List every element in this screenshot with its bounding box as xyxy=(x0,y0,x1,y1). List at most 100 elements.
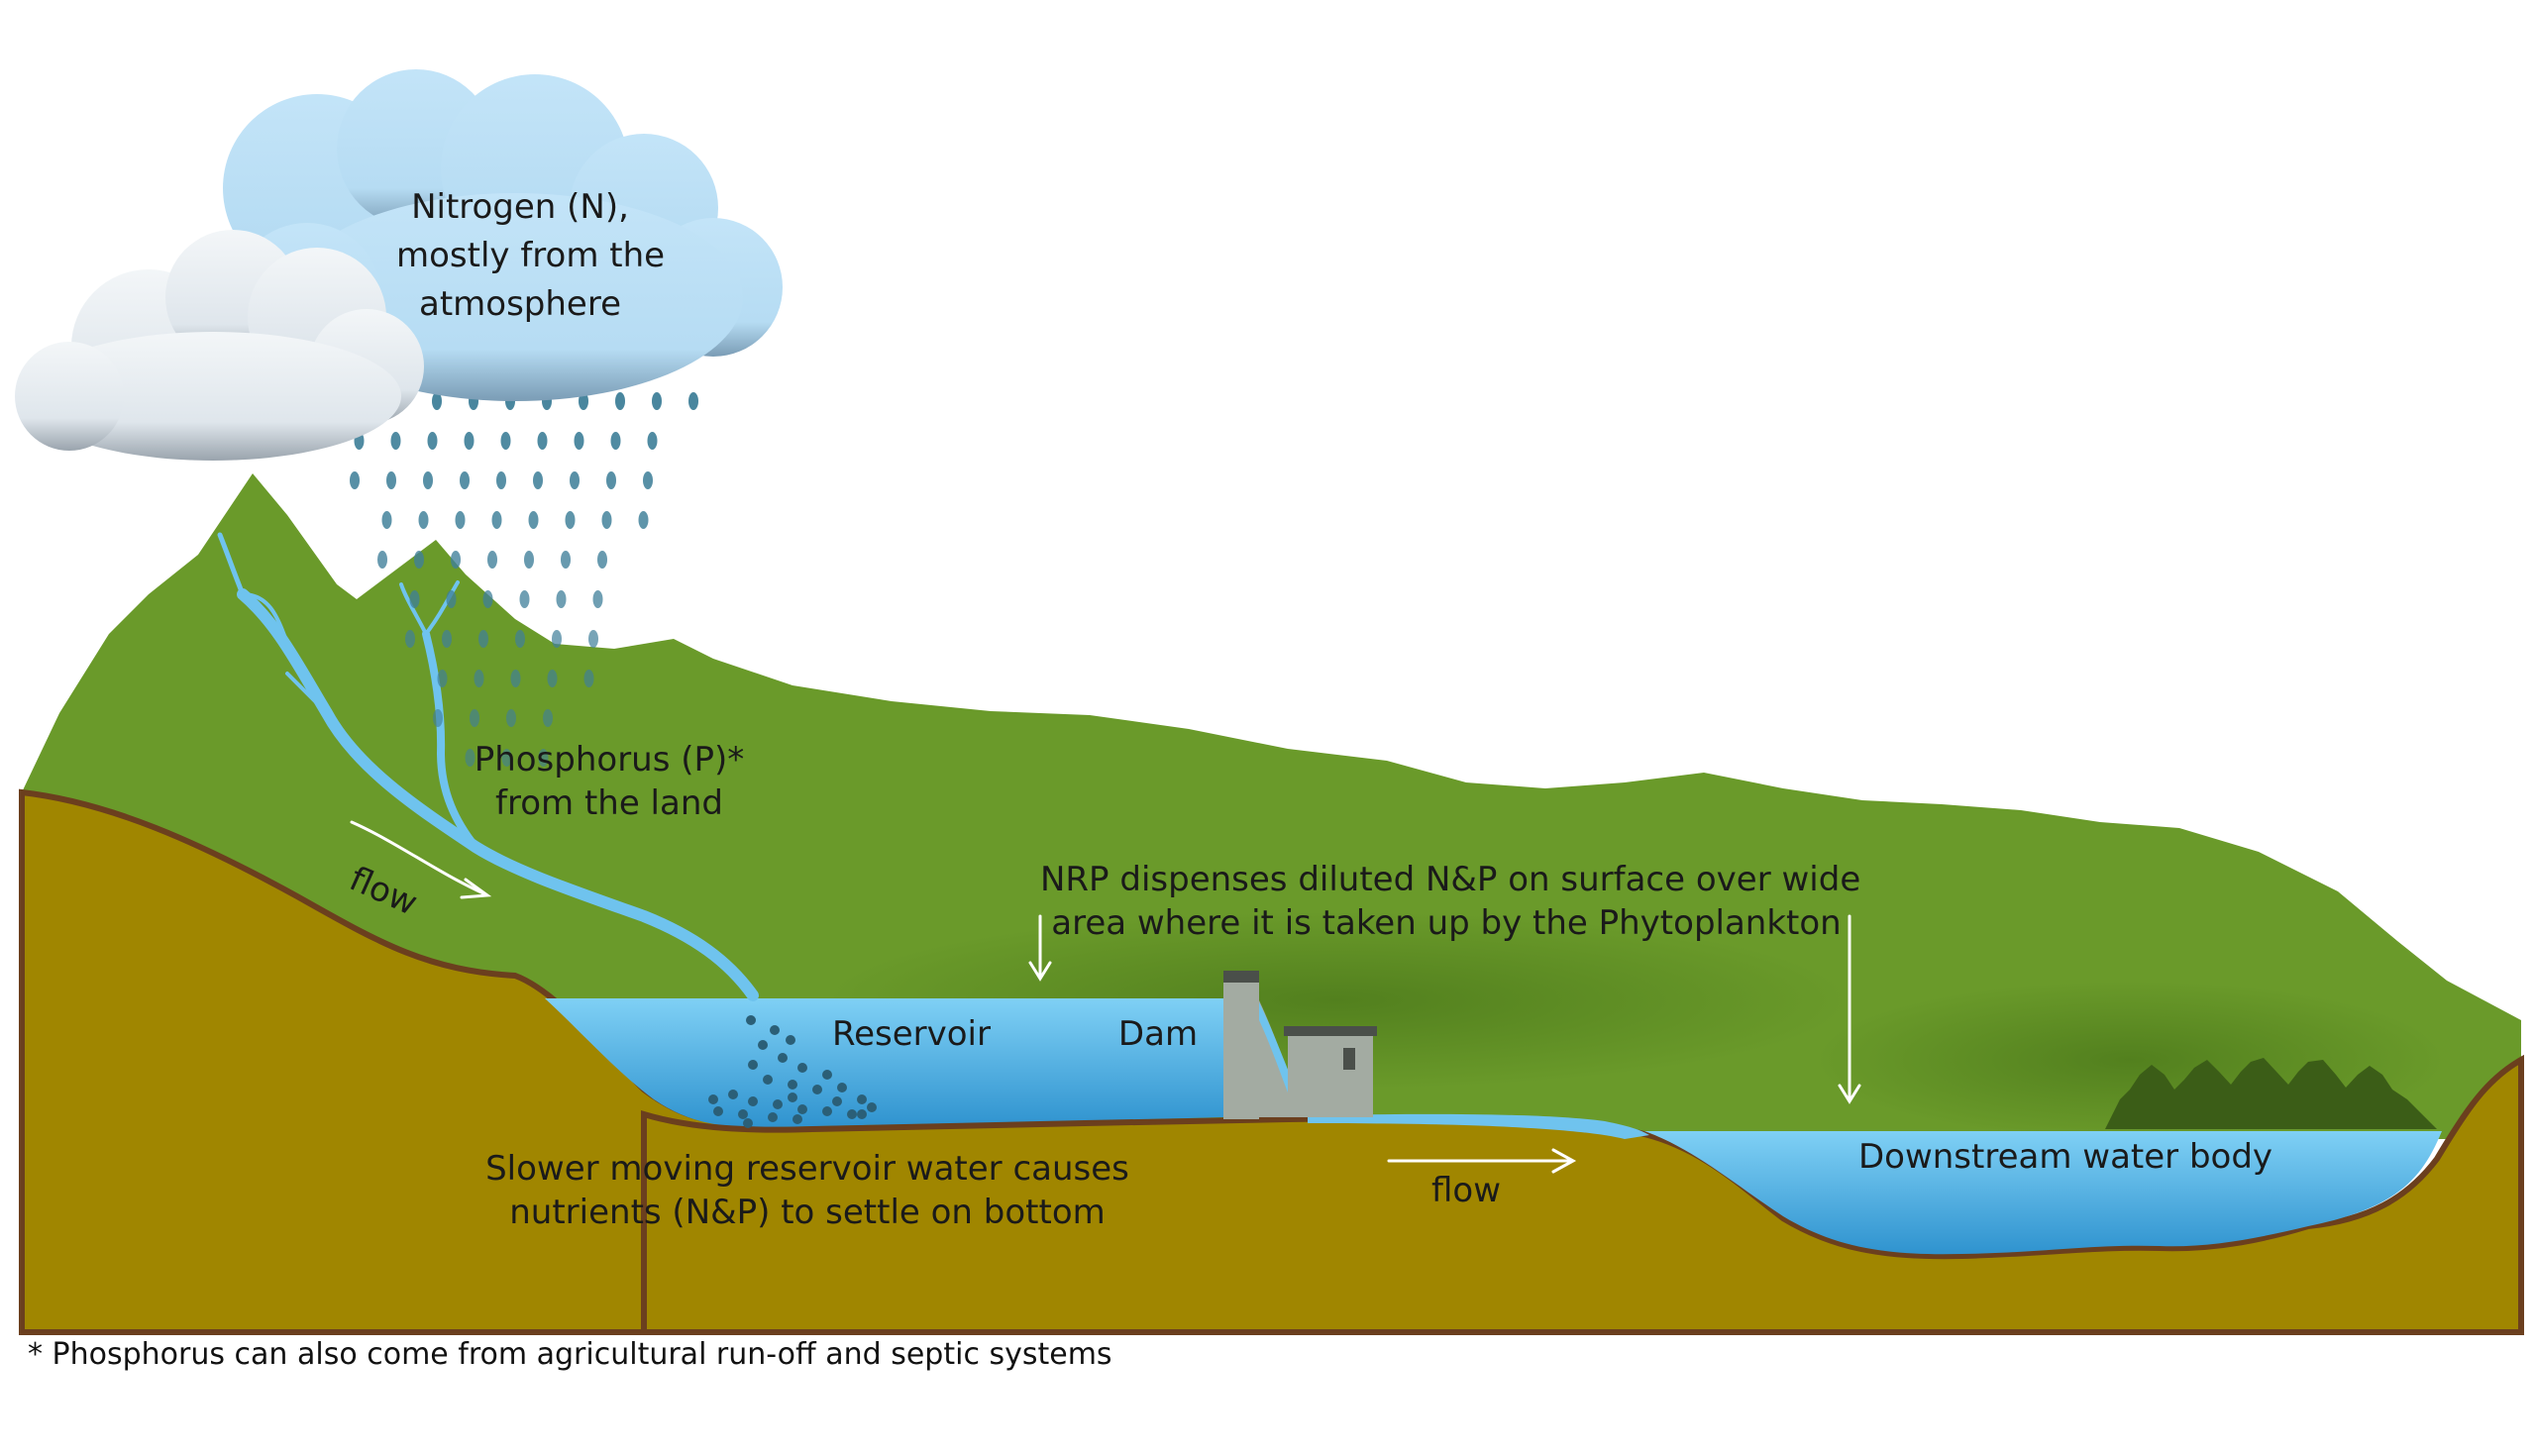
rain-drop xyxy=(381,511,392,529)
rain-drop xyxy=(482,590,493,608)
rain-drop xyxy=(606,471,616,489)
nutrient-particle xyxy=(822,1070,832,1080)
phosphorus-label: Phosphorus (P)* from the land xyxy=(474,740,745,823)
rain-drop xyxy=(610,432,621,450)
dam-label: Dam xyxy=(1117,1014,1199,1054)
rain-drop xyxy=(538,749,549,767)
nutrient-particle xyxy=(708,1094,718,1104)
nutrient-particle xyxy=(812,1085,822,1094)
rain-drop xyxy=(405,630,415,648)
rain-drop xyxy=(647,432,658,450)
rain-drop xyxy=(464,432,475,450)
settle-label: Slower moving reservoir water causes nut… xyxy=(485,1149,1129,1232)
rain-drop xyxy=(491,511,502,529)
rain-drop xyxy=(515,630,525,648)
nutrient-particles xyxy=(708,1015,877,1128)
nutrient-particle xyxy=(738,1109,748,1119)
connecting-stream xyxy=(1308,1113,1649,1139)
rain-drop xyxy=(524,551,534,569)
nutrient-particle xyxy=(768,1112,778,1122)
nutrient-particle xyxy=(792,1114,802,1124)
rain-drop xyxy=(465,749,476,767)
rain-drop xyxy=(474,670,484,687)
nutrient-particle xyxy=(822,1106,832,1116)
rain-drop xyxy=(446,590,457,608)
nutrient-particle xyxy=(857,1094,867,1104)
rain-drop xyxy=(652,392,662,410)
nutrient-particle xyxy=(746,1015,756,1025)
nutrient-particle xyxy=(797,1063,807,1073)
tree-line xyxy=(2105,1058,2437,1129)
rain-drop xyxy=(478,630,488,648)
rain-drop xyxy=(561,551,571,569)
nrp-label: NRP dispenses diluted N&P on surface ove… xyxy=(1040,860,1861,943)
dam-spill-water xyxy=(1259,1002,1310,1117)
rain-drop xyxy=(350,471,360,489)
rain-drop xyxy=(442,630,452,648)
downstream-label: Downstream water body xyxy=(1857,1137,2273,1177)
nutrient-particle xyxy=(758,1040,768,1050)
middle-soil xyxy=(641,1054,2524,1335)
rain-drop xyxy=(543,709,553,727)
nutrient-particle xyxy=(786,1035,795,1045)
nutrient-particle xyxy=(778,1053,788,1063)
rain-drop xyxy=(533,471,543,489)
rain-drop xyxy=(552,630,562,648)
rain-drop xyxy=(510,670,521,687)
rain-drop xyxy=(574,432,584,450)
nutrient-particle xyxy=(773,1099,783,1109)
rain-drop xyxy=(427,432,438,450)
nutrient-particle xyxy=(743,1118,753,1128)
rain-drop xyxy=(556,590,567,608)
rain-drop xyxy=(588,630,598,648)
rain-drop xyxy=(377,551,387,569)
river-tributaries xyxy=(217,532,759,1001)
rain-drop xyxy=(688,392,698,410)
rain-drop xyxy=(643,471,653,489)
rain-drop xyxy=(386,471,396,489)
nutrient-particle xyxy=(867,1102,877,1112)
rain-drop xyxy=(570,471,580,489)
nutrient-particle xyxy=(857,1109,867,1119)
nutrient-particle xyxy=(837,1083,847,1092)
rain-drop xyxy=(423,471,433,489)
rain-drop xyxy=(500,432,511,450)
nutrient-particle xyxy=(713,1106,723,1116)
rain-drop xyxy=(528,511,539,529)
nutrient-particle xyxy=(748,1060,758,1070)
rain-drop xyxy=(455,511,466,529)
rain-drop xyxy=(437,670,448,687)
downstream-water xyxy=(1644,1131,2442,1255)
rain-drop xyxy=(506,709,516,727)
nutrient-particle xyxy=(770,1025,780,1035)
rain-drop xyxy=(432,392,442,410)
cloud-front xyxy=(15,230,424,461)
rain-drop xyxy=(601,511,612,529)
arrows xyxy=(350,820,1861,1174)
nutrient-particle xyxy=(748,1096,758,1106)
flow-label-right: flow xyxy=(1430,1171,1502,1210)
nitrogen-label: Nitrogen (N), mostly from the atmosphere xyxy=(396,187,666,324)
rain-drop xyxy=(592,590,603,608)
rain-drop xyxy=(409,590,420,608)
rain-drop xyxy=(615,392,625,410)
nutrient-particle xyxy=(832,1096,842,1106)
rain-drop xyxy=(583,670,594,687)
reservoir-label: Reservoir xyxy=(832,1014,991,1054)
flow-arrow-left xyxy=(350,820,485,895)
rain-drop xyxy=(414,551,424,569)
rain-drop xyxy=(451,551,461,569)
rain-drop xyxy=(418,511,429,529)
rain-drop xyxy=(537,432,548,450)
rain-drop xyxy=(565,511,576,529)
rain-drop xyxy=(460,471,470,489)
rain-drop xyxy=(519,590,530,608)
rain-drop xyxy=(547,670,558,687)
powerhouse xyxy=(1288,1030,1373,1117)
rain-drop xyxy=(390,432,401,450)
dam-cap xyxy=(1223,971,1259,983)
powerhouse-roof xyxy=(1284,1026,1377,1036)
dam-wall xyxy=(1223,976,1259,1119)
rain-drop xyxy=(433,709,443,727)
rain-drop xyxy=(487,551,497,569)
